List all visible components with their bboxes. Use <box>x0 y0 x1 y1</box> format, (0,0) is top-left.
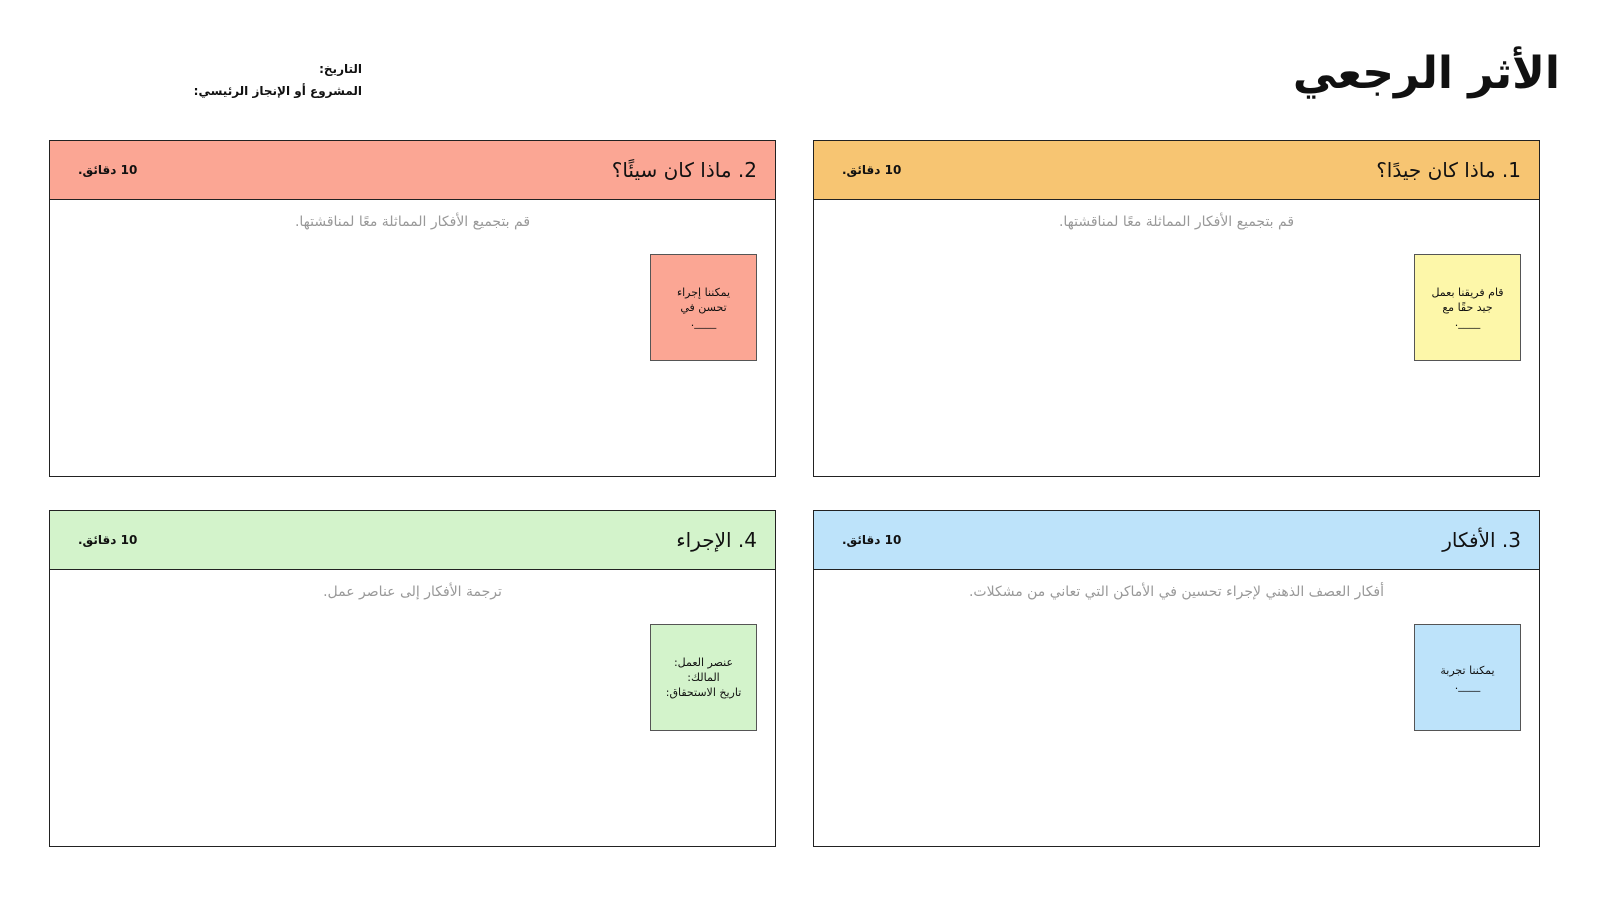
meta-fields: التاريخ: المشروع أو الإنجاز الرئيسي: <box>194 58 362 102</box>
project-label[interactable]: المشروع أو الإنجاز الرئيسي: <box>193 84 362 98</box>
panel-header: 4. الإجراء 10 دقائق. <box>50 511 775 570</box>
panel-description: ترجمة الأفكار إلى عناصر عمل. <box>323 584 502 600</box>
panel-what-went-wrong: 2. ماذا كان سيئًا؟ 10 دقائق. قم بتجميع ا… <box>49 140 776 477</box>
panel-header: 2. ماذا كان سيئًا؟ 10 دقائق. <box>50 141 775 200</box>
date-label[interactable]: التاريخ: <box>319 62 362 76</box>
panel-header: 1. ماذا كان جيدًا؟ 10 دقائق. <box>814 141 1539 200</box>
panel-description: قم بتجميع الأفكار المماثلة معًا لمناقشته… <box>294 214 531 230</box>
panel-what-went-well: 1. ماذا كان جيدًا؟ 10 دقائق. قم بتجميع ا… <box>813 140 1540 477</box>
sticky-note[interactable]: يمكننا إجراء تحسن في ____. <box>650 254 757 361</box>
sticky-note[interactable]: قام فريقنا بعمل جيد حقًا مع ____. <box>1414 254 1521 361</box>
panel-header: 3. الأفكار 10 دقائق. <box>814 511 1539 570</box>
panel-ideas: 3. الأفكار 10 دقائق. أفكار العصف الذهني … <box>813 510 1540 847</box>
sticky-note[interactable]: عنصر العمل: المالك: تاريخ الاستحقاق: <box>650 624 757 731</box>
sticky-note[interactable]: يمكننا تجربة ____. <box>1414 624 1521 731</box>
panel-title: 4. الإجراء <box>676 528 757 552</box>
page-title: الأثر الرجعي <box>1292 48 1560 99</box>
panel-title: 3. الأفكار <box>1442 528 1521 552</box>
panel-description: قم بتجميع الأفكار المماثلة معًا لمناقشته… <box>1058 214 1295 230</box>
panel-time: 10 دقائق. <box>842 533 902 547</box>
panel-title: 2. ماذا كان سيئًا؟ <box>611 158 757 182</box>
panel-action: 4. الإجراء 10 دقائق. ترجمة الأفكار إلى ع… <box>49 510 776 847</box>
panel-description: أفكار العصف الذهني لإجراء تحسين في الأما… <box>968 584 1385 600</box>
panel-time: 10 دقائق. <box>78 533 138 547</box>
panel-time: 10 دقائق. <box>842 163 902 177</box>
panel-time: 10 دقائق. <box>78 163 138 177</box>
panel-title: 1. ماذا كان جيدًا؟ <box>1376 158 1521 182</box>
